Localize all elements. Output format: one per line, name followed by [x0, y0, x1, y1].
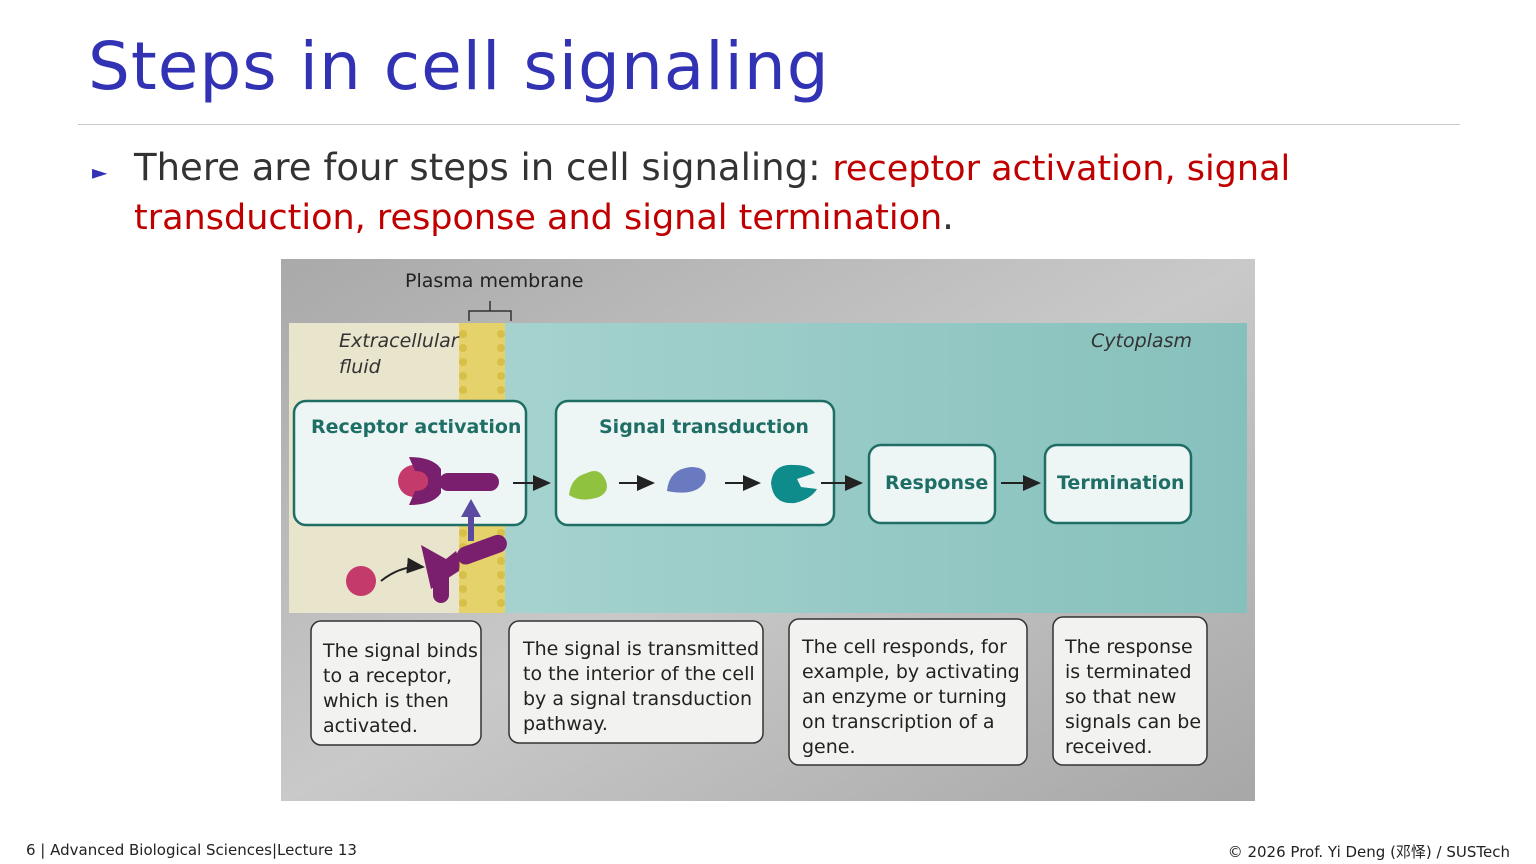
signal-ligand-icon: [346, 566, 376, 596]
teal-protein-icon: [771, 464, 817, 504]
caption2-line4: pathway.: [523, 713, 608, 735]
caption3-line4: on transcription of a: [802, 711, 995, 733]
caption1-line2: to a receptor,: [323, 665, 452, 687]
ligand-binding-arrow: [380, 557, 425, 582]
membrane-bracket: [468, 301, 512, 321]
caption2-line2: to the interior of the cell: [523, 663, 755, 685]
box-transduction-label: Signal transduction: [599, 416, 809, 438]
blue-protein-icon: [667, 467, 706, 493]
box-signal-transduction: [554, 399, 836, 527]
steps-text: receptor activation, signal transduction…: [134, 149, 1291, 238]
bullet-text: There are four steps in cell signaling: …: [134, 144, 1354, 242]
caption-box-1: [310, 620, 482, 746]
caption4-line5: received.: [1065, 736, 1153, 758]
activated-receptor-icon: [398, 457, 499, 505]
caption2-line1: The signal is transmitted: [522, 638, 759, 660]
intro-text: There are four steps in cell signaling:: [134, 146, 833, 189]
cell-signaling-figure: Plasma membrane Extracellular fluid Cyto…: [281, 259, 1255, 801]
caption2-line3: by a signal transduction: [523, 688, 752, 710]
box-response: [867, 443, 997, 525]
activation-up-arrow: [461, 499, 481, 541]
bullet-triangle-icon: ►: [92, 160, 108, 184]
caption3-line5: gene.: [802, 736, 856, 758]
caption4-line1: The response: [1064, 636, 1193, 658]
caption-box-2: [508, 620, 764, 744]
box-receptor-label: Receptor activation: [311, 416, 521, 438]
caption-box-3: [788, 618, 1028, 766]
label-cytoplasm: Cytoplasm: [1091, 330, 1192, 352]
caption4-line2: is terminated: [1065, 661, 1192, 683]
label-extracellular-2: fluid: [339, 356, 382, 378]
title-divider: [78, 124, 1460, 125]
box-response-label: Response: [885, 472, 988, 494]
box-termination-label: Termination: [1057, 472, 1185, 494]
caption1-line3: which is then: [323, 690, 449, 712]
caption1-line4: activated.: [323, 715, 418, 737]
caption3-line3: an enzyme or turning: [802, 686, 1007, 708]
box-receptor-activation: [292, 399, 528, 527]
caption-box-4: [1052, 616, 1208, 766]
caption3-line1: The cell responds, for: [801, 636, 1007, 658]
period: .: [942, 195, 954, 238]
caption1-line1: The signal binds: [322, 640, 478, 662]
label-extracellular-1: Extracellular: [339, 330, 460, 352]
footer-lecture-info: 6 | Advanced Biological Sciences|Lecture…: [26, 841, 357, 859]
caption3-line2: example, by activating: [802, 661, 1020, 683]
inactive-receptor-icon: [421, 534, 507, 603]
slide-title: Steps in cell signaling: [88, 28, 830, 105]
box-termination: [1043, 443, 1193, 525]
caption4-line4: signals can be: [1065, 711, 1201, 733]
label-plasma-membrane: Plasma membrane: [405, 270, 583, 292]
green-protein-icon: [569, 471, 607, 500]
footer-copyright: © 2026 Prof. Yi Deng (邓怿) / SUSTech: [1227, 843, 1510, 861]
caption4-line3: so that new: [1065, 686, 1176, 708]
